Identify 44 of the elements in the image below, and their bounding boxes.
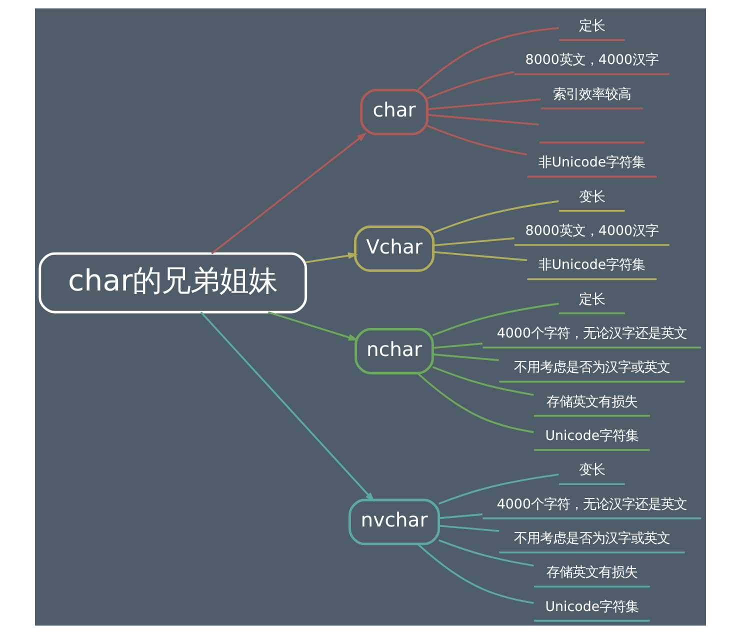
node-text: 索引效率较高 <box>552 87 630 102</box>
arrow <box>305 252 358 264</box>
connector <box>432 302 558 336</box>
arrow <box>210 132 366 254</box>
connector <box>438 474 558 505</box>
connector <box>438 524 499 532</box>
connector <box>432 354 498 362</box>
arrow <box>267 311 358 341</box>
connector <box>433 251 527 262</box>
node-box: nchar <box>354 328 434 374</box>
connector <box>432 200 558 234</box>
node-box: char <box>360 88 428 136</box>
node-text: 不用考虑是否为汉字或英文 <box>513 531 670 546</box>
connector <box>416 27 558 90</box>
node-text: 存储英文有损失 <box>546 566 637 581</box>
connector <box>426 70 514 100</box>
connector <box>426 124 527 156</box>
node-text: Unicode字符集 <box>544 428 638 444</box>
node-text: 变长 <box>578 190 604 205</box>
node-text: 4000个字符，无论汉字还是英文 <box>496 326 686 342</box>
node-text: 变长 <box>578 463 604 478</box>
node-text: 非Unicode字符集 <box>538 156 645 171</box>
connector <box>426 98 540 110</box>
connector <box>416 372 534 434</box>
node-text: Unicode字符集 <box>544 600 638 615</box>
node-text: 8000英文，4000汉字 <box>524 224 658 240</box>
connector <box>432 342 482 349</box>
node-text: 存储英文有损失 <box>546 394 637 410</box>
connector <box>416 544 534 604</box>
node-text: 定长 <box>578 19 604 34</box>
connector <box>432 366 534 396</box>
node-text: 定长 <box>578 292 604 308</box>
node-text: 4000个字符，无论汉字还是英文 <box>496 497 686 512</box>
connector <box>438 539 534 567</box>
connector <box>433 237 514 246</box>
node-text: 非Unicode字符集 <box>538 258 645 274</box>
node-box: Vchar <box>354 226 434 272</box>
connector <box>438 513 482 520</box>
node-box: nvchar <box>348 498 440 546</box>
node-box: char的兄弟姐妹 <box>38 252 307 314</box>
connector <box>426 114 539 126</box>
arrow <box>200 312 374 502</box>
node-text: 不用考虑是否为汉字或英文 <box>513 360 670 376</box>
node-text: 8000英文，4000汉字 <box>524 53 658 68</box>
